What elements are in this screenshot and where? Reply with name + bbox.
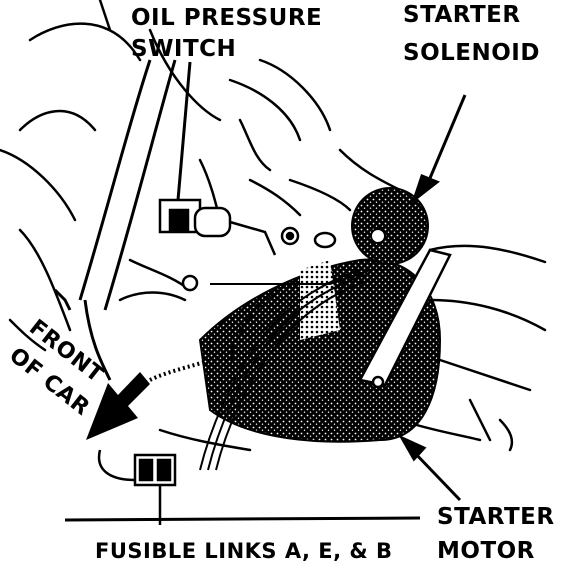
oil-pressure-switch [158,198,277,256]
starter-solenoid [351,187,429,265]
starter-motor-label-line2: MOTOR [437,538,535,564]
fusible-link-connector [97,449,177,525]
mounting-bracket [358,248,452,389]
starter-solenoid-label-line2: SOLENOID [403,40,540,66]
hoses [53,59,177,381]
fusible-links-label: FUSIBLE LINKS A, E, & B [95,539,393,563]
starter-motor-label-line1: STARTER [437,504,555,530]
front-of-car-arrow [86,372,150,440]
fittings [181,226,337,292]
oil-pressure-label-line2: SWITCH [131,36,236,62]
base-line [64,516,421,522]
wire-harness [149,269,371,471]
starter-solenoid-label-line1: STARTER [403,2,521,28]
starter-motor-body [198,258,442,443]
leader-lines [176,61,467,502]
oil-pressure-label-line1: OIL PRESSURE [131,5,322,31]
